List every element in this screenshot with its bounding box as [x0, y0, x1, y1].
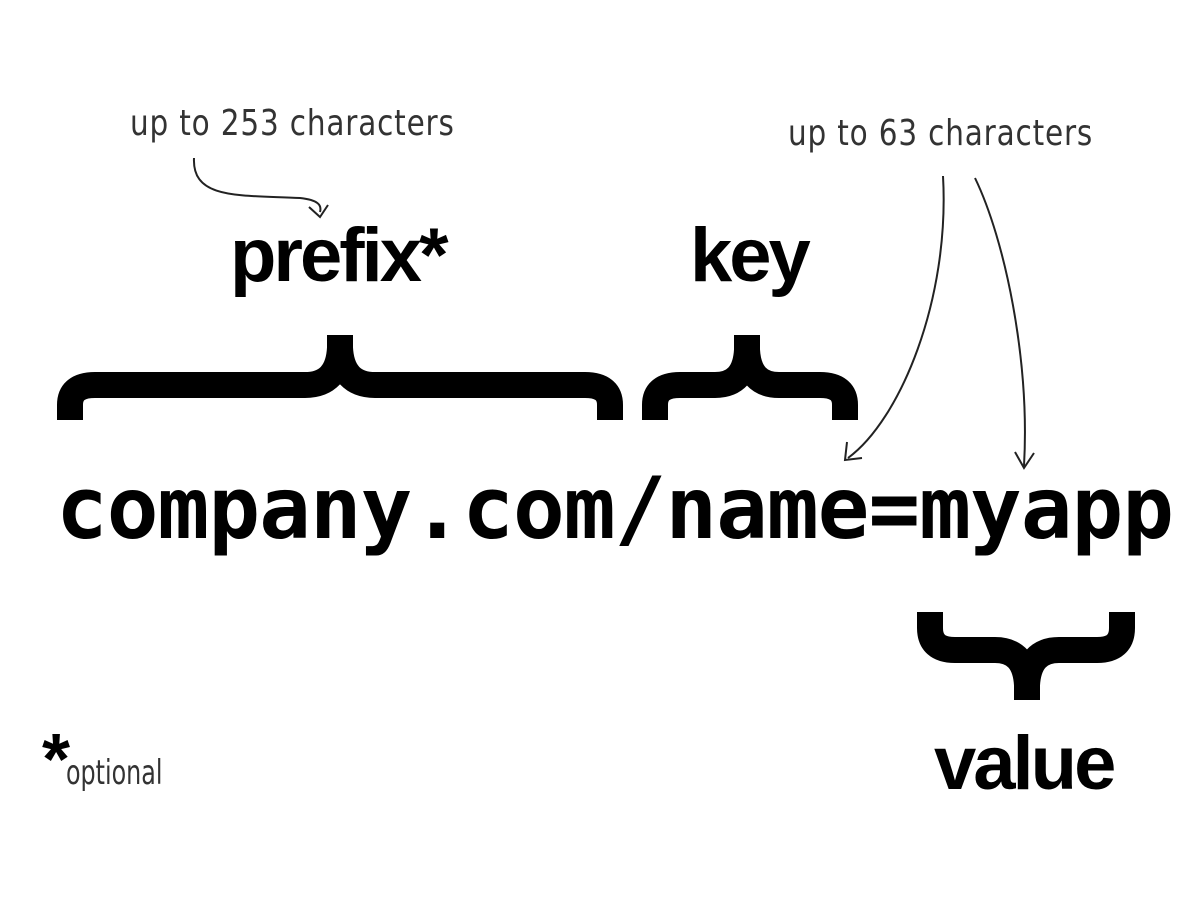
value-label: value [934, 721, 1116, 806]
footnote-text: optional [66, 753, 163, 793]
prefix-note-arrow [192, 157, 322, 213]
key-value-length-note: up to 63 characters [788, 113, 1094, 154]
key-note-arrowhead [843, 441, 863, 462]
example-label-string: company.com/name=myapp [56, 459, 1174, 559]
prefix-brace [57, 335, 623, 420]
key-note-arrow [847, 175, 945, 459]
value-brace [917, 612, 1135, 700]
key-brace [642, 335, 858, 420]
optional-footnote: *optional [42, 724, 208, 796]
prefix-note-arrowhead [308, 204, 329, 219]
value-note-arrow [974, 177, 1026, 467]
key-label: key [690, 213, 811, 298]
prefix-label: prefix* [230, 213, 449, 298]
footnote-marker: * [42, 720, 71, 800]
prefix-length-note: up to 253 characters [130, 103, 455, 144]
value-note-arrowhead [1014, 451, 1035, 470]
